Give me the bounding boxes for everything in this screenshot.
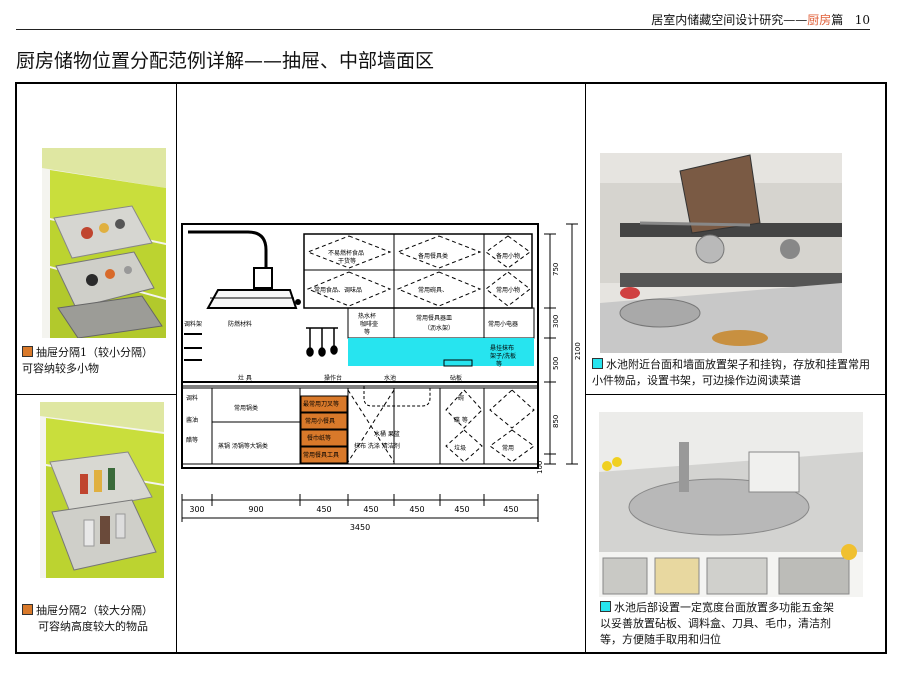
dg-lower-3: 常用锅类 — [234, 404, 258, 412]
divider-right — [585, 83, 586, 653]
dg-lower-10: 抹布 洗涤 清洁剂 — [354, 442, 400, 450]
dg-mid-4: 等 — [364, 328, 370, 336]
caption-drawer-small-title: 抽屉分隔1（较小分隔） — [36, 346, 153, 359]
dg-lower-0: 调料 — [186, 394, 198, 402]
dim-h-450-5: 450 — [503, 505, 518, 514]
dg-upper-6: 常用碗具、 — [418, 286, 448, 294]
dg-lower-14: 常用 — [502, 444, 514, 452]
cyan-marker-icon — [592, 358, 603, 369]
orange-marker-icon — [22, 604, 33, 615]
page-title: 厨房储物位置分配范例详解——抽屉、中部墙面区 — [16, 50, 435, 72]
caption-drawer-large-title: 抽屉分隔2（较大分隔） — [36, 604, 153, 617]
kitchen-elevation-diagram: 不易燃杯食品 干货等 备用餐具类 备用小物 常用食品、调味品 常用碗具、 常用小… — [178, 210, 583, 540]
dg-upper-1: 不易燃杯食品 — [328, 249, 364, 257]
sink-zone — [348, 338, 534, 366]
dg-lower-1: 酱油 — [186, 416, 198, 424]
divider-left — [176, 83, 177, 653]
dg-counter-3: 砧板 — [450, 374, 462, 382]
dim-v-total: 2100 — [574, 342, 582, 360]
dg-lower-7: 餐巾纸等 — [307, 434, 331, 442]
dg-counter-4: 悬挂抹布 — [490, 344, 514, 352]
dim-h-450-2: 450 — [363, 505, 378, 514]
dg-mid-0: 调料架 — [184, 320, 202, 328]
dim-h-450-1: 450 — [316, 505, 331, 514]
sink-backsplash-photo — [599, 412, 863, 597]
dg-counter-5: 架子/洗板 — [490, 352, 516, 360]
drawer-photo-large-dividers — [40, 402, 164, 578]
caption-drawer-large: 抽屉分隔2（较大分隔） 可容纳高度较大的物品 — [22, 603, 172, 635]
dim-v-850: 850 — [552, 415, 560, 428]
dg-counter-2: 水池 — [384, 374, 396, 382]
divider-right-mid — [586, 394, 886, 395]
dg-upper-3: 备用餐具类 — [418, 252, 448, 260]
divider-left-mid — [16, 394, 176, 395]
dg-lower-13: 垃圾 — [454, 444, 466, 452]
dg-mid-6: （沥水架） — [424, 324, 454, 332]
dg-counter-0: 灶 具 — [238, 374, 252, 382]
caption-sink-rack-text: 水池附近台面和墙面放置架子和挂钩，存放和挂置常用小件物品，设置书架，可边操作边阅… — [592, 358, 870, 387]
dg-upper-4: 备用小物 — [496, 252, 520, 260]
dim-h-total: 3450 — [350, 523, 370, 532]
dim-v-300: 300 — [552, 315, 560, 328]
caption-backsplash-line2: 以妥善放置砧板、调料盒、刀具、毛巾，清洁剂 — [600, 617, 831, 630]
caption-backsplash-line1: 水池后部设置一定宽度台面放置多功能五金架 — [614, 601, 834, 614]
dim-v-750: 750 — [552, 263, 560, 276]
header-suffix: 篇 — [831, 13, 844, 27]
dg-upper-2: 干货等 — [338, 257, 356, 265]
dg-mid-7: 常用小电器 — [488, 320, 518, 328]
dg-counter-1: 操作台 — [324, 374, 342, 382]
caption-drawer-small-body: 可容纳较多小物 — [22, 362, 99, 375]
header-accent: 厨房 — [807, 13, 832, 27]
cyan-marker-icon — [600, 601, 611, 612]
header-title: 居室内储藏空间设计研究——厨房篇 10 — [651, 11, 870, 28]
header-rule — [16, 29, 870, 30]
dg-lower-5: 最常用刀叉等 — [303, 400, 339, 408]
dg-lower-12: 碟 等 — [454, 416, 468, 424]
header-series: 居室内储藏空间设计研究—— — [651, 13, 808, 27]
page-number: 10 — [854, 13, 870, 27]
dg-lower-9: 水桶 果篮 — [374, 430, 400, 438]
sink-wall-rack-photo — [600, 153, 842, 353]
content-frame — [15, 82, 887, 654]
dim-h-450-3: 450 — [409, 505, 424, 514]
drawer-photo-small-dividers — [42, 148, 166, 338]
dg-upper-5: 常用食品、调味品 — [314, 286, 362, 294]
orange-marker-icon — [22, 346, 33, 357]
page-header: 居室内储藏空间设计研究——厨房篇 10 — [0, 0, 900, 32]
dg-lower-4: 蒸锅 汤锅等大锅类 — [218, 442, 268, 450]
caption-backsplash-line3: 等，方便随手取用和归位 — [600, 633, 721, 646]
dg-counter-6: 等 — [496, 360, 502, 368]
dg-lower-11: 碗 — [458, 394, 464, 402]
caption-sink-rack: 水池附近台面和墙面放置架子和挂钩，存放和挂置常用小件物品，设置书架，可边操作边阅… — [592, 357, 877, 389]
dg-mid-2: 热水杯 — [358, 312, 376, 320]
dg-mid-5: 常用餐具器皿 — [416, 314, 452, 322]
dg-upper-7: 常用小物 — [496, 286, 520, 294]
dim-v-500: 500 — [552, 357, 560, 370]
dim-h-450-4: 450 — [454, 505, 469, 514]
dg-mid-3: 咖啡壶 — [360, 320, 378, 328]
dg-mid-1: 防燃材料 — [228, 320, 252, 328]
dg-lower-6: 常用小餐具 — [305, 417, 335, 425]
dim-h-900: 900 — [248, 505, 263, 514]
dim-v-100: 100 — [536, 461, 544, 474]
dim-h-300: 300 — [189, 505, 204, 514]
caption-drawer-small: 抽屉分隔1（较小分隔） 可容纳较多小物 — [22, 345, 172, 377]
caption-backsplash: 水池后部设置一定宽度台面放置多功能五金架 以妥善放置砧板、调料盒、刀具、毛巾，清… — [600, 600, 885, 648]
dg-lower-8: 常用餐具工具 — [303, 451, 339, 459]
caption-drawer-large-body: 可容纳高度较大的物品 — [38, 620, 148, 633]
dg-lower-2: 醋等 — [186, 436, 198, 444]
